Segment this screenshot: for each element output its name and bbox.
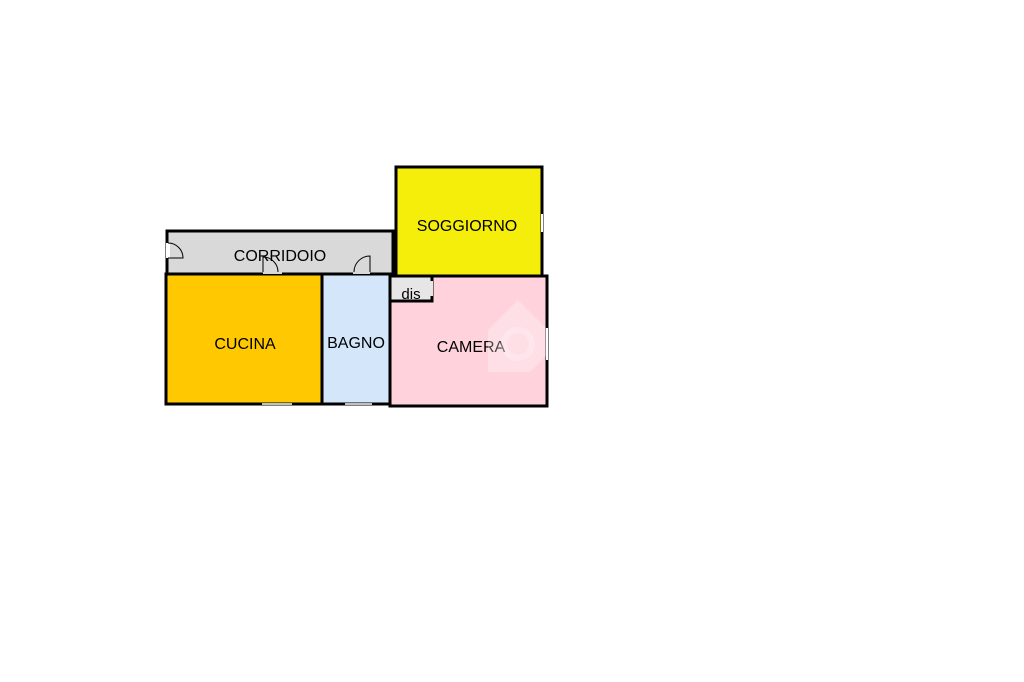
door-corridoio-entrance (166, 242, 184, 259)
room-soggiorno (394, 165, 544, 278)
room-cucina (164, 272, 324, 406)
door-bagno (353, 255, 371, 274)
label-cucina: CUCINA (214, 336, 276, 353)
label-soggiorno: SOGGIORNO (417, 218, 517, 235)
room-bagno (320, 272, 392, 406)
room-disimpegno (388, 274, 434, 303)
watermark-logo (488, 300, 548, 372)
label-camera: CAMERA (437, 339, 506, 356)
door-cucina (262, 256, 282, 274)
label-corridoio: CORRIDOIO (234, 248, 326, 265)
label-bagno: BAGNO (327, 335, 385, 352)
label-disimpegno: dis (401, 286, 420, 303)
